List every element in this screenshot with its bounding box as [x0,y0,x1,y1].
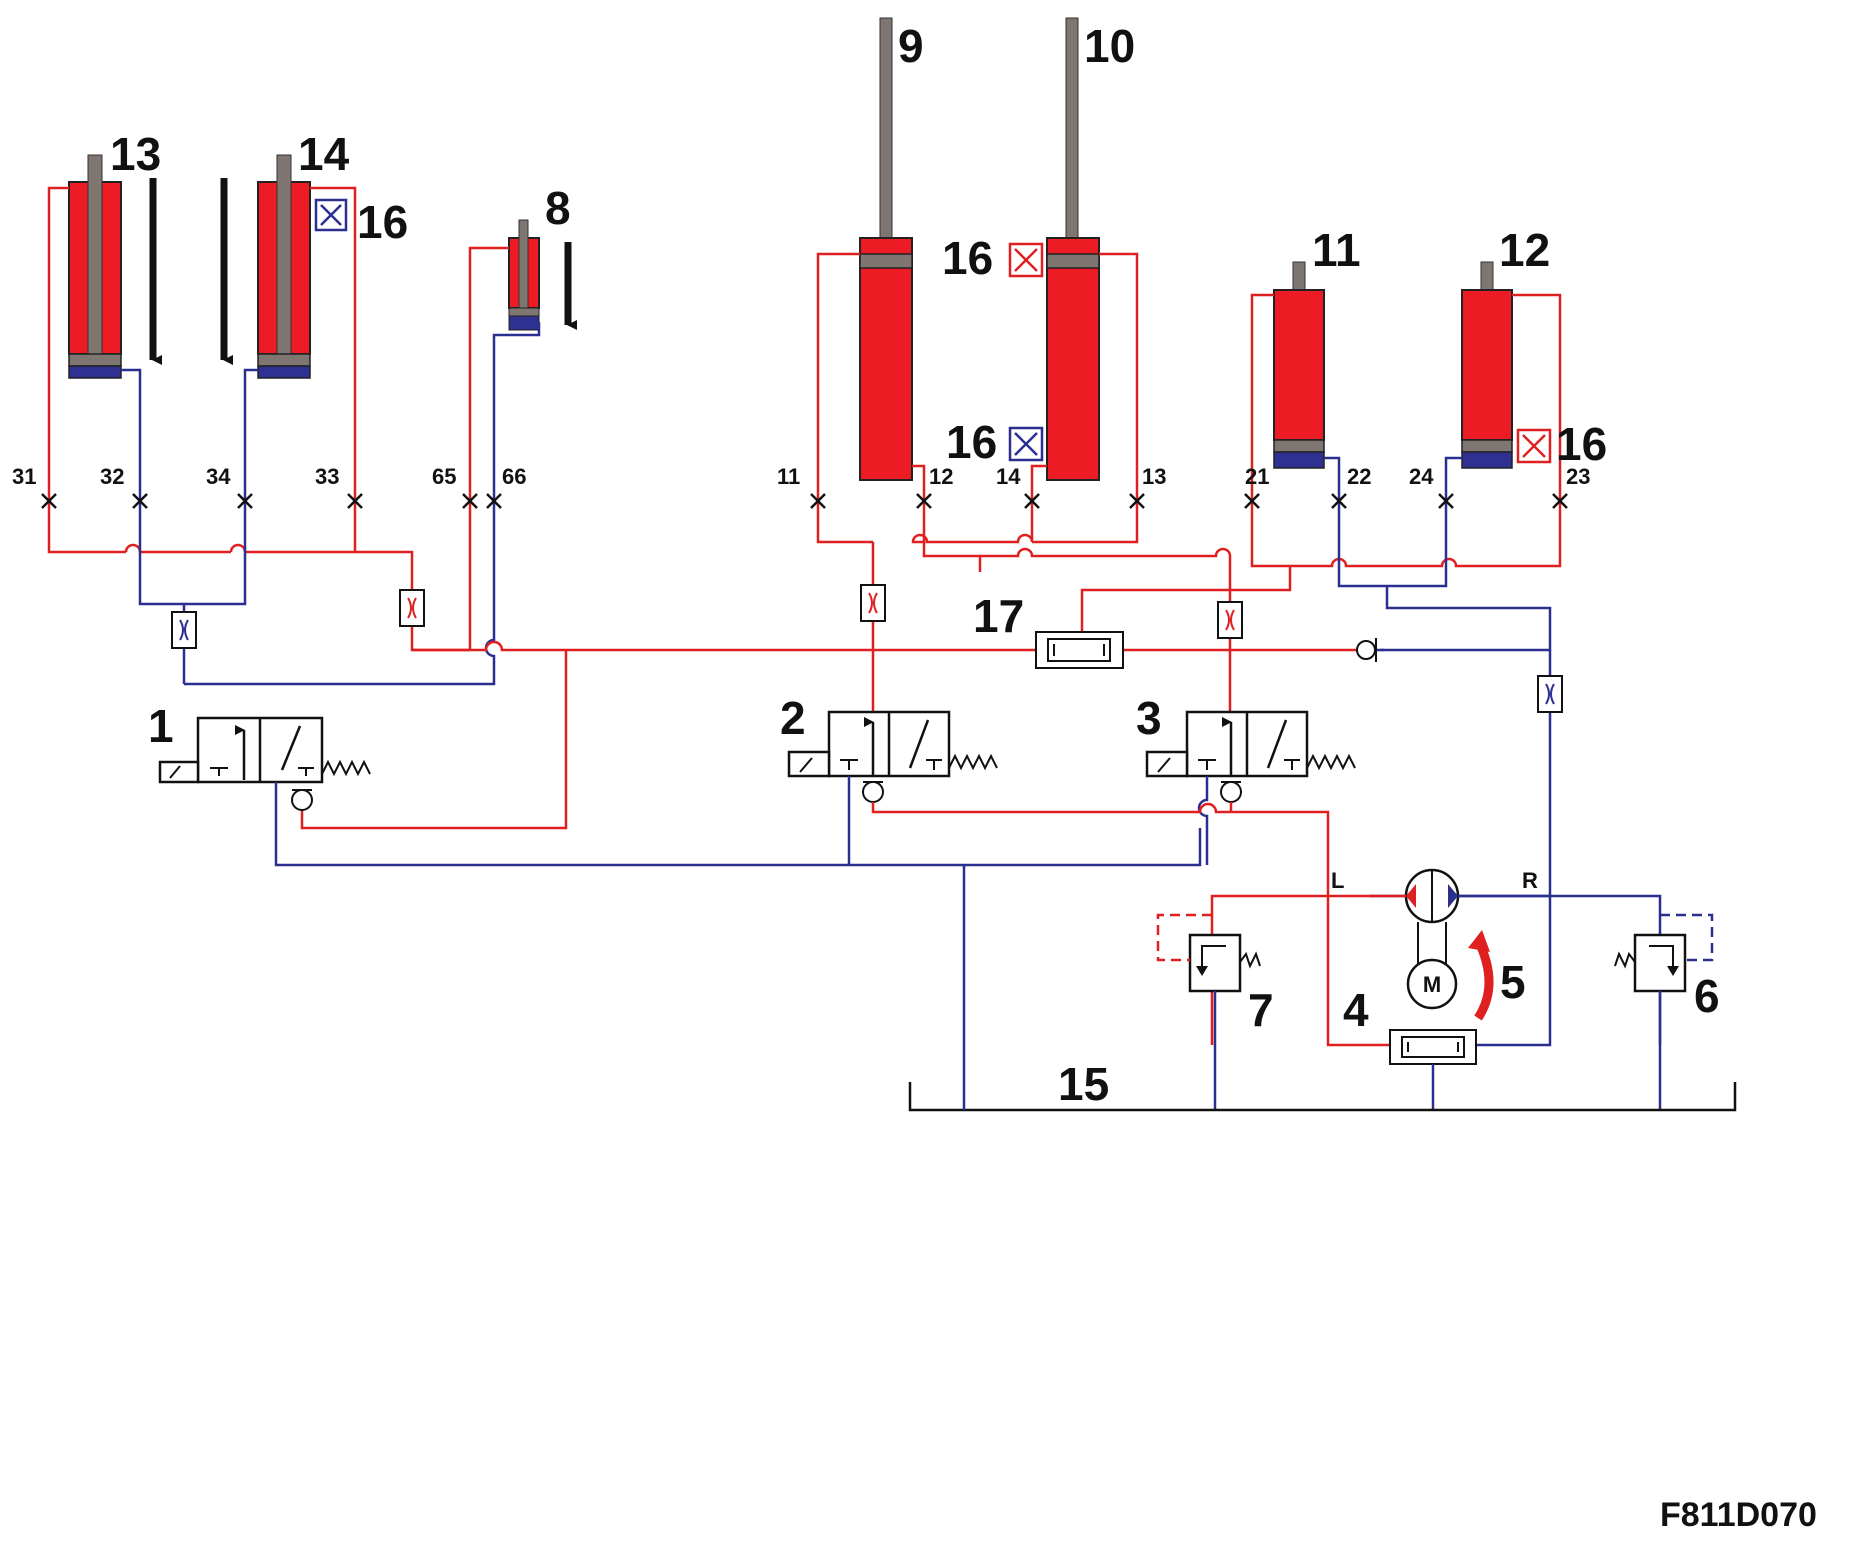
reservoir-15 [908,1082,1737,1112]
solenoid-valve-2 [787,710,998,803]
motor-label: M [1423,972,1441,997]
bleed-screw-16-icon [1008,242,1044,278]
pump-port-label: R [1522,868,1538,893]
drawing-code: F811D070 [1660,1496,1817,1534]
restrictor-icon [1217,601,1243,639]
port-label: 12 [929,464,953,489]
port-label: 66 [502,464,526,489]
relief-valve-6 [1614,933,1687,993]
port-label: 14 [996,464,1021,489]
check-valve-icon [1356,638,1384,662]
component-label: 16 [946,416,997,468]
cylinder-12 [1461,261,1513,469]
component-label: 6 [1694,970,1720,1022]
port-label: 13 [1142,464,1166,489]
component-label: 9 [898,20,924,72]
cylinder-8 [508,219,540,331]
port-label: 21 [1245,464,1269,489]
component-label: 12 [1499,224,1550,276]
cylinder-9 [859,17,913,481]
port-label: 34 [206,464,231,489]
component-label: 3 [1136,692,1162,744]
component-label: 10 [1084,20,1135,72]
port-label: 33 [315,464,339,489]
filter-4 [1389,1029,1477,1065]
bleed-screw-16-icon [1008,426,1044,462]
solenoid-valve-3 [1145,710,1356,803]
component-label: 17 [973,590,1024,642]
component-label: 13 [110,128,161,180]
restrictor-icon [171,611,197,649]
component-label: 16 [357,196,408,248]
restrictor-icon [399,589,425,627]
port-label: 65 [432,464,456,489]
component-label: 16 [942,232,993,284]
cylinder-11 [1273,261,1325,469]
port-label: 23 [1566,464,1590,489]
port-cross-icon [41,493,1568,509]
component-label: 4 [1343,984,1369,1036]
component-label: 1 [148,700,174,752]
component-label: 5 [1500,956,1526,1008]
component-label: 15 [1058,1058,1109,1110]
cylinder-14 [257,154,311,379]
filter-17 [1035,631,1124,669]
pump-port-label: L [1331,868,1344,893]
relief-valve-7 [1188,933,1261,993]
restrictor-icon [1537,675,1563,713]
solenoid-valve-1 [158,716,371,811]
component-label: 16 [1556,418,1607,470]
restrictor-icon [860,584,886,622]
cylinder-13 [68,154,122,379]
component-label: 14 [298,128,350,180]
port-label: 11 [777,464,800,489]
port-label: 32 [100,464,124,489]
bleed-screw-16-icon [1516,428,1552,464]
rotation-arrow-icon [1473,938,1494,1021]
component-label: 8 [545,182,571,234]
component-label: 7 [1248,984,1274,1036]
cylinder-10 [1046,17,1100,481]
component-label: 2 [780,692,806,744]
component-label: 11 [1312,224,1361,276]
port-label: 24 [1409,464,1434,489]
port-label: 31 [12,464,36,489]
port-label: 22 [1347,464,1371,489]
bleed-screw-16-icon [314,198,348,232]
